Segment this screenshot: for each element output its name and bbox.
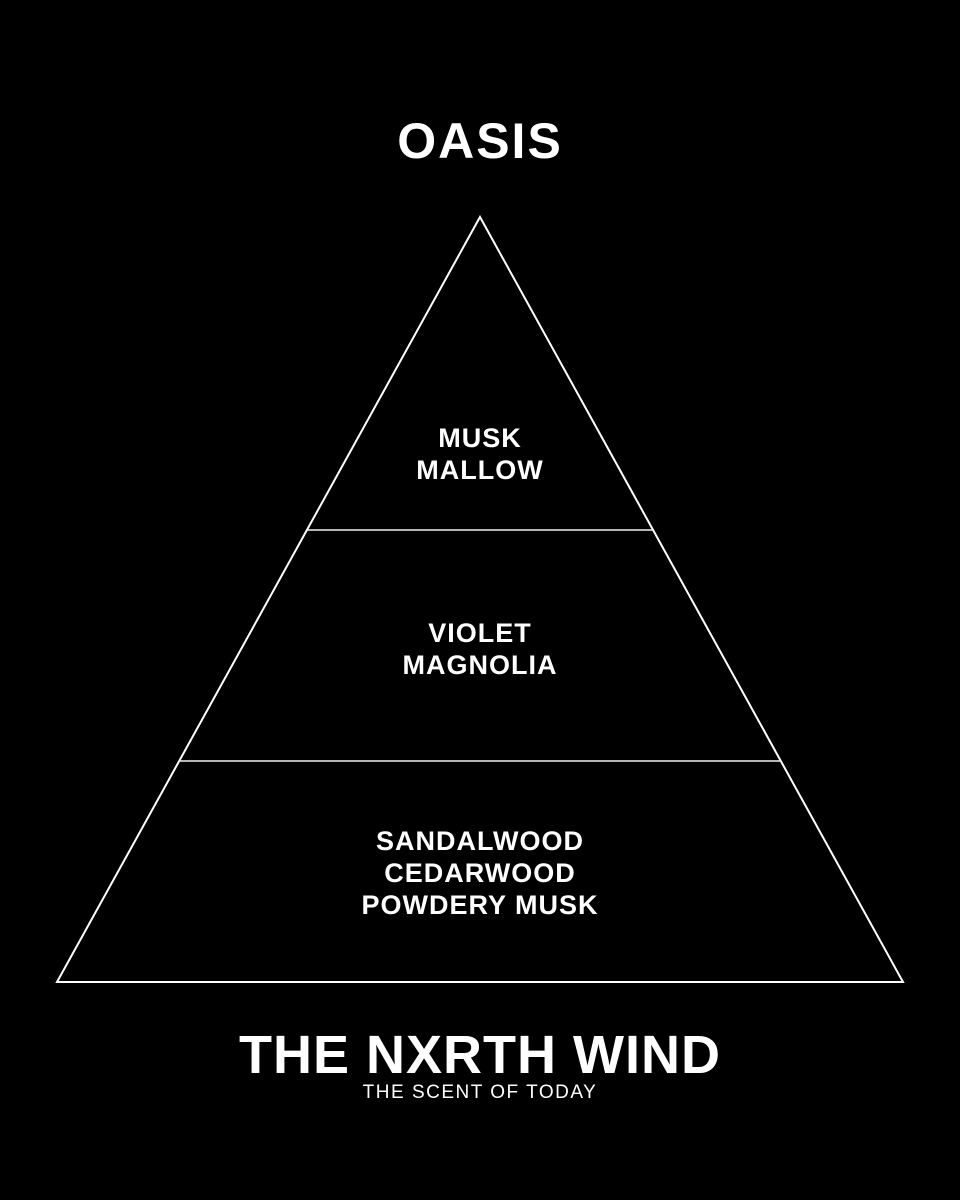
brand-tagline: THE SCENT OF TODAY [362, 1082, 598, 1103]
note-line: MALLOW [416, 455, 544, 485]
pyramid-level-heart-notes: VIOLET MAGNOLIA [280, 617, 680, 681]
note-line: VIOLET [428, 618, 532, 648]
fragrance-title: OASIS [397, 113, 563, 169]
note-line: POWDERY MUSK [361, 890, 599, 920]
note-line: MUSK [438, 423, 522, 453]
pyramid-level-base-notes: SANDALWOOD CEDARWOOD POWDERY MUSK [280, 825, 680, 921]
brand-name: THE NXRTH WIND [239, 1025, 721, 1085]
pyramid-level-top-notes: MUSK MALLOW [280, 422, 680, 486]
pyramid-outline [55, 214, 905, 983]
note-line: MAGNOLIA [402, 650, 558, 680]
note-line: SANDALWOOD [376, 826, 584, 856]
note-line: CEDARWOOD [384, 858, 576, 888]
